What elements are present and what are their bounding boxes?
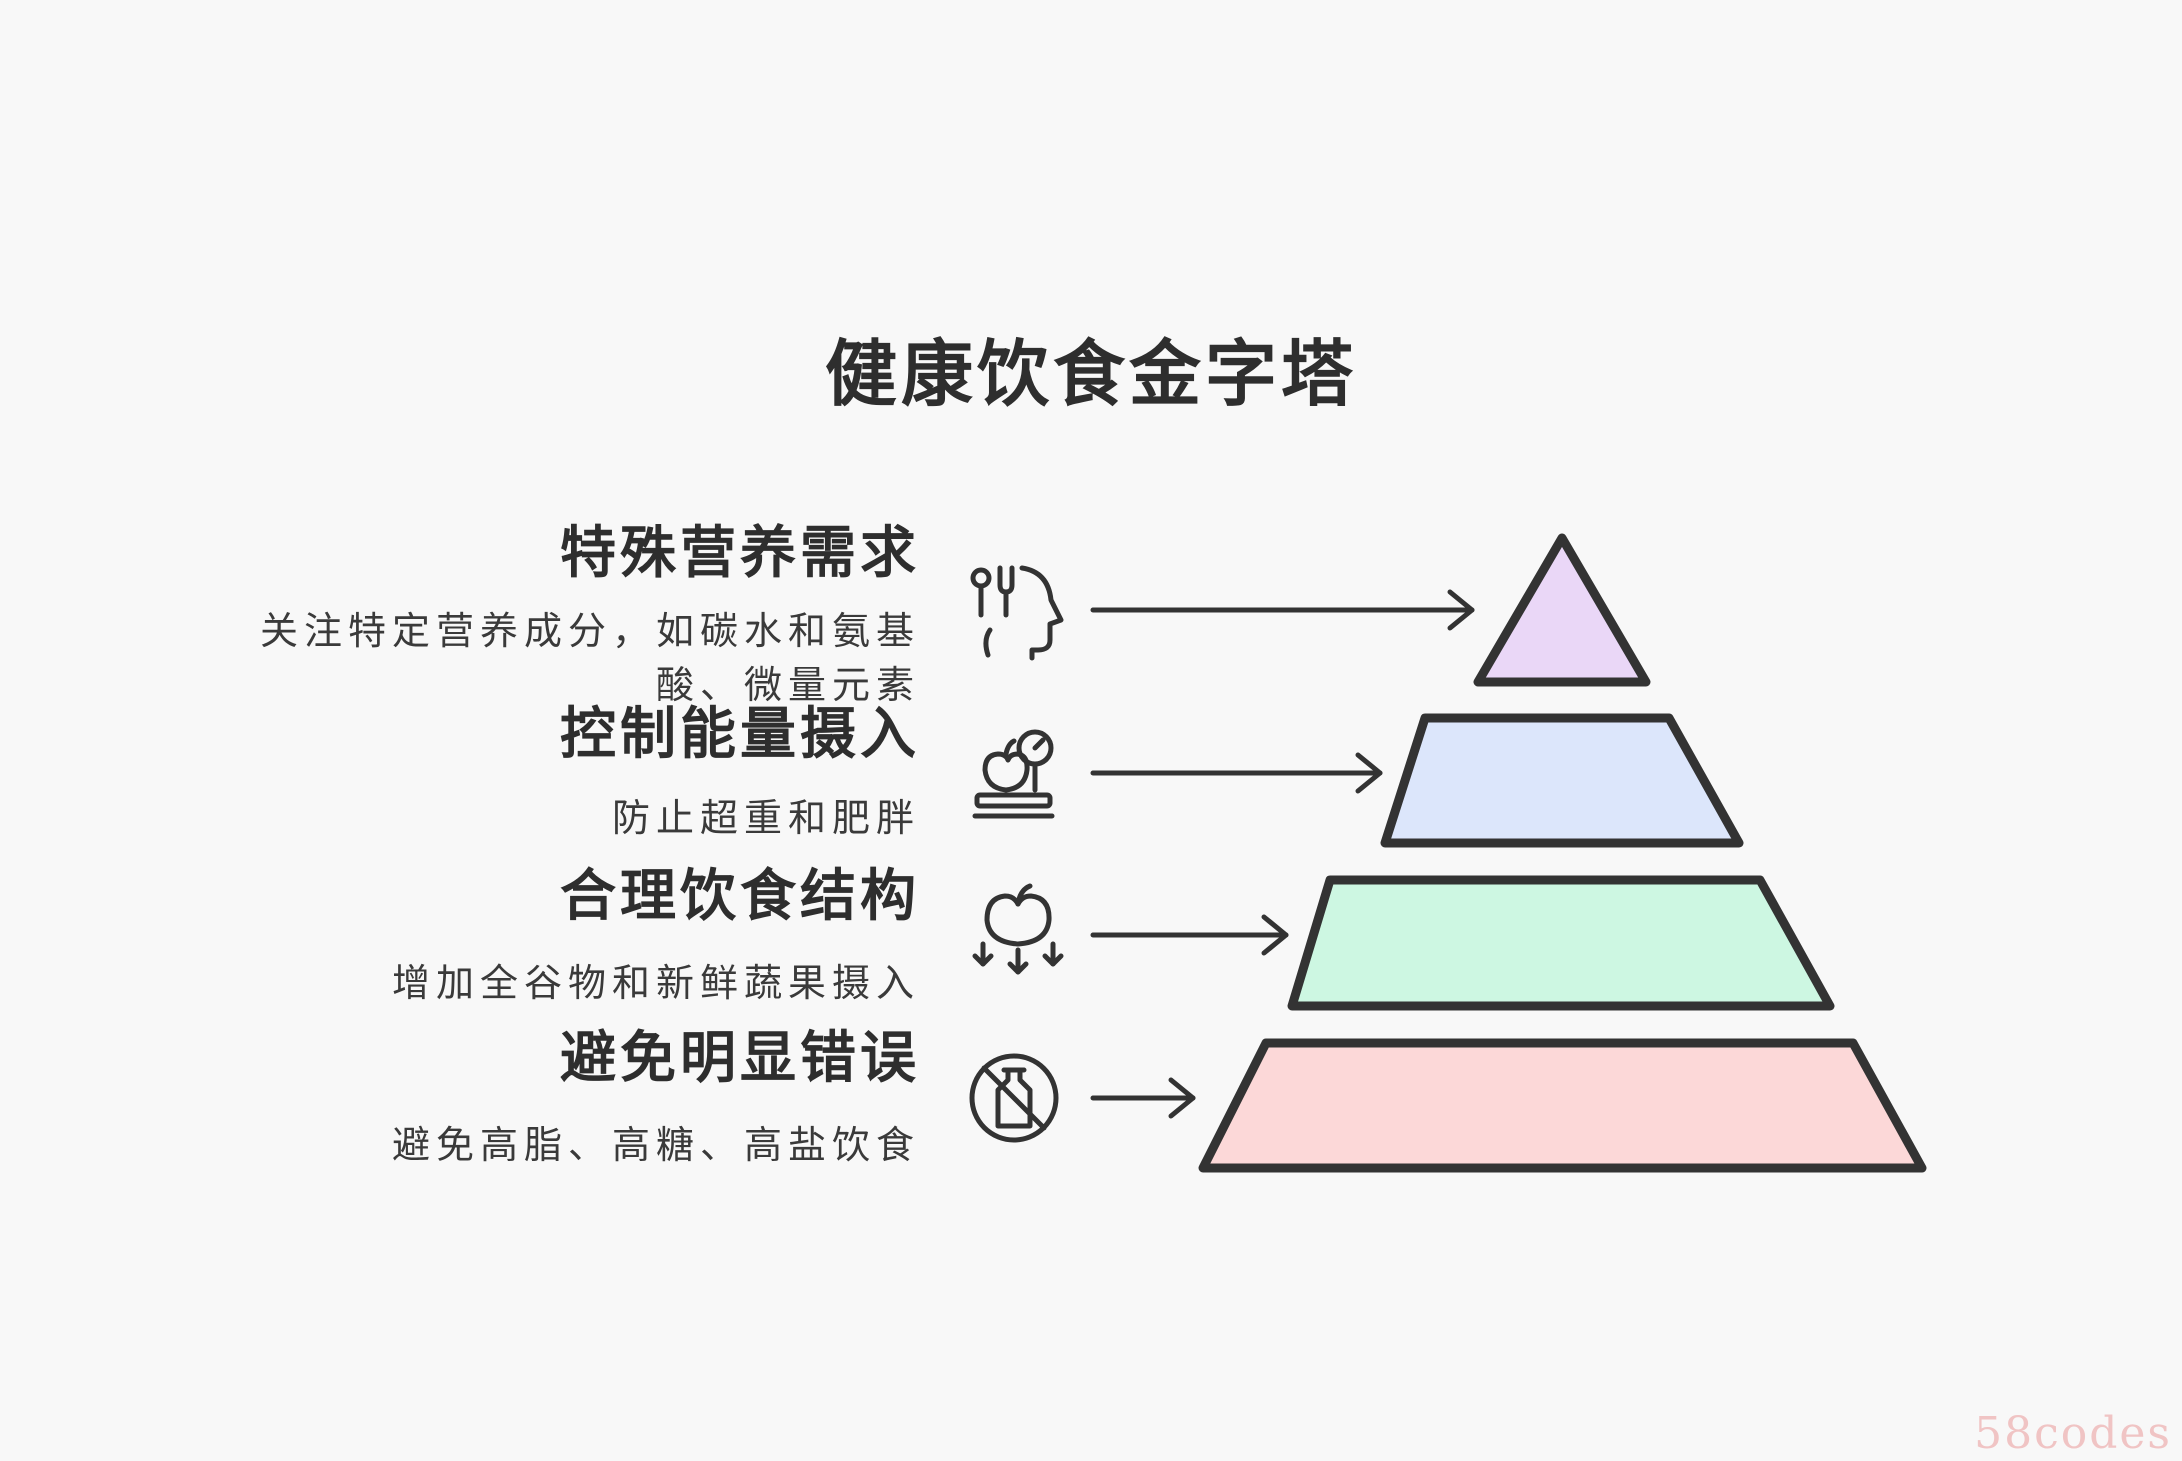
tier-2-heading: 控制能量摄入 [560, 701, 920, 767]
arrow-tier-1 [1090, 589, 1475, 631]
tier-1-description: 关注特定营养成分，如碳水和氨基酸、微量元素 [259, 609, 920, 707]
tier-3-description: 增加全谷物和新鲜蔬果摄入 [391, 961, 920, 1005]
tier-2-description: 防止超重和肥胖 [611, 796, 920, 840]
tier-4-description: 避免高脂、高糖、高盐饮食 [391, 1123, 920, 1167]
apple-arrows-icon [972, 883, 1064, 975]
pyramid-layer-2 [1380, 713, 1744, 848]
food-scale-icon [972, 729, 1055, 819]
tier-1-heading: 特殊营养需求 [560, 520, 920, 586]
pyramid-layer-4 [1198, 1038, 1927, 1173]
arrow-tier-3 [1090, 914, 1289, 956]
no-bottle-icon [969, 1053, 1059, 1143]
arrow-tier-2 [1090, 752, 1383, 794]
pyramid-layer-1 [1473, 533, 1651, 687]
arrow-tier-4 [1090, 1077, 1196, 1119]
tier-3-heading: 合理饮食结构 [560, 863, 920, 929]
tier-4-heading: 避免明显错误 [560, 1025, 920, 1091]
watermark-text: 58codes [1974, 1408, 2172, 1459]
head-with-fork-knife-icon [970, 565, 1064, 661]
page-title: 健康饮食金字塔 [824, 331, 1357, 416]
pyramid-layer-3 [1287, 875, 1835, 1011]
